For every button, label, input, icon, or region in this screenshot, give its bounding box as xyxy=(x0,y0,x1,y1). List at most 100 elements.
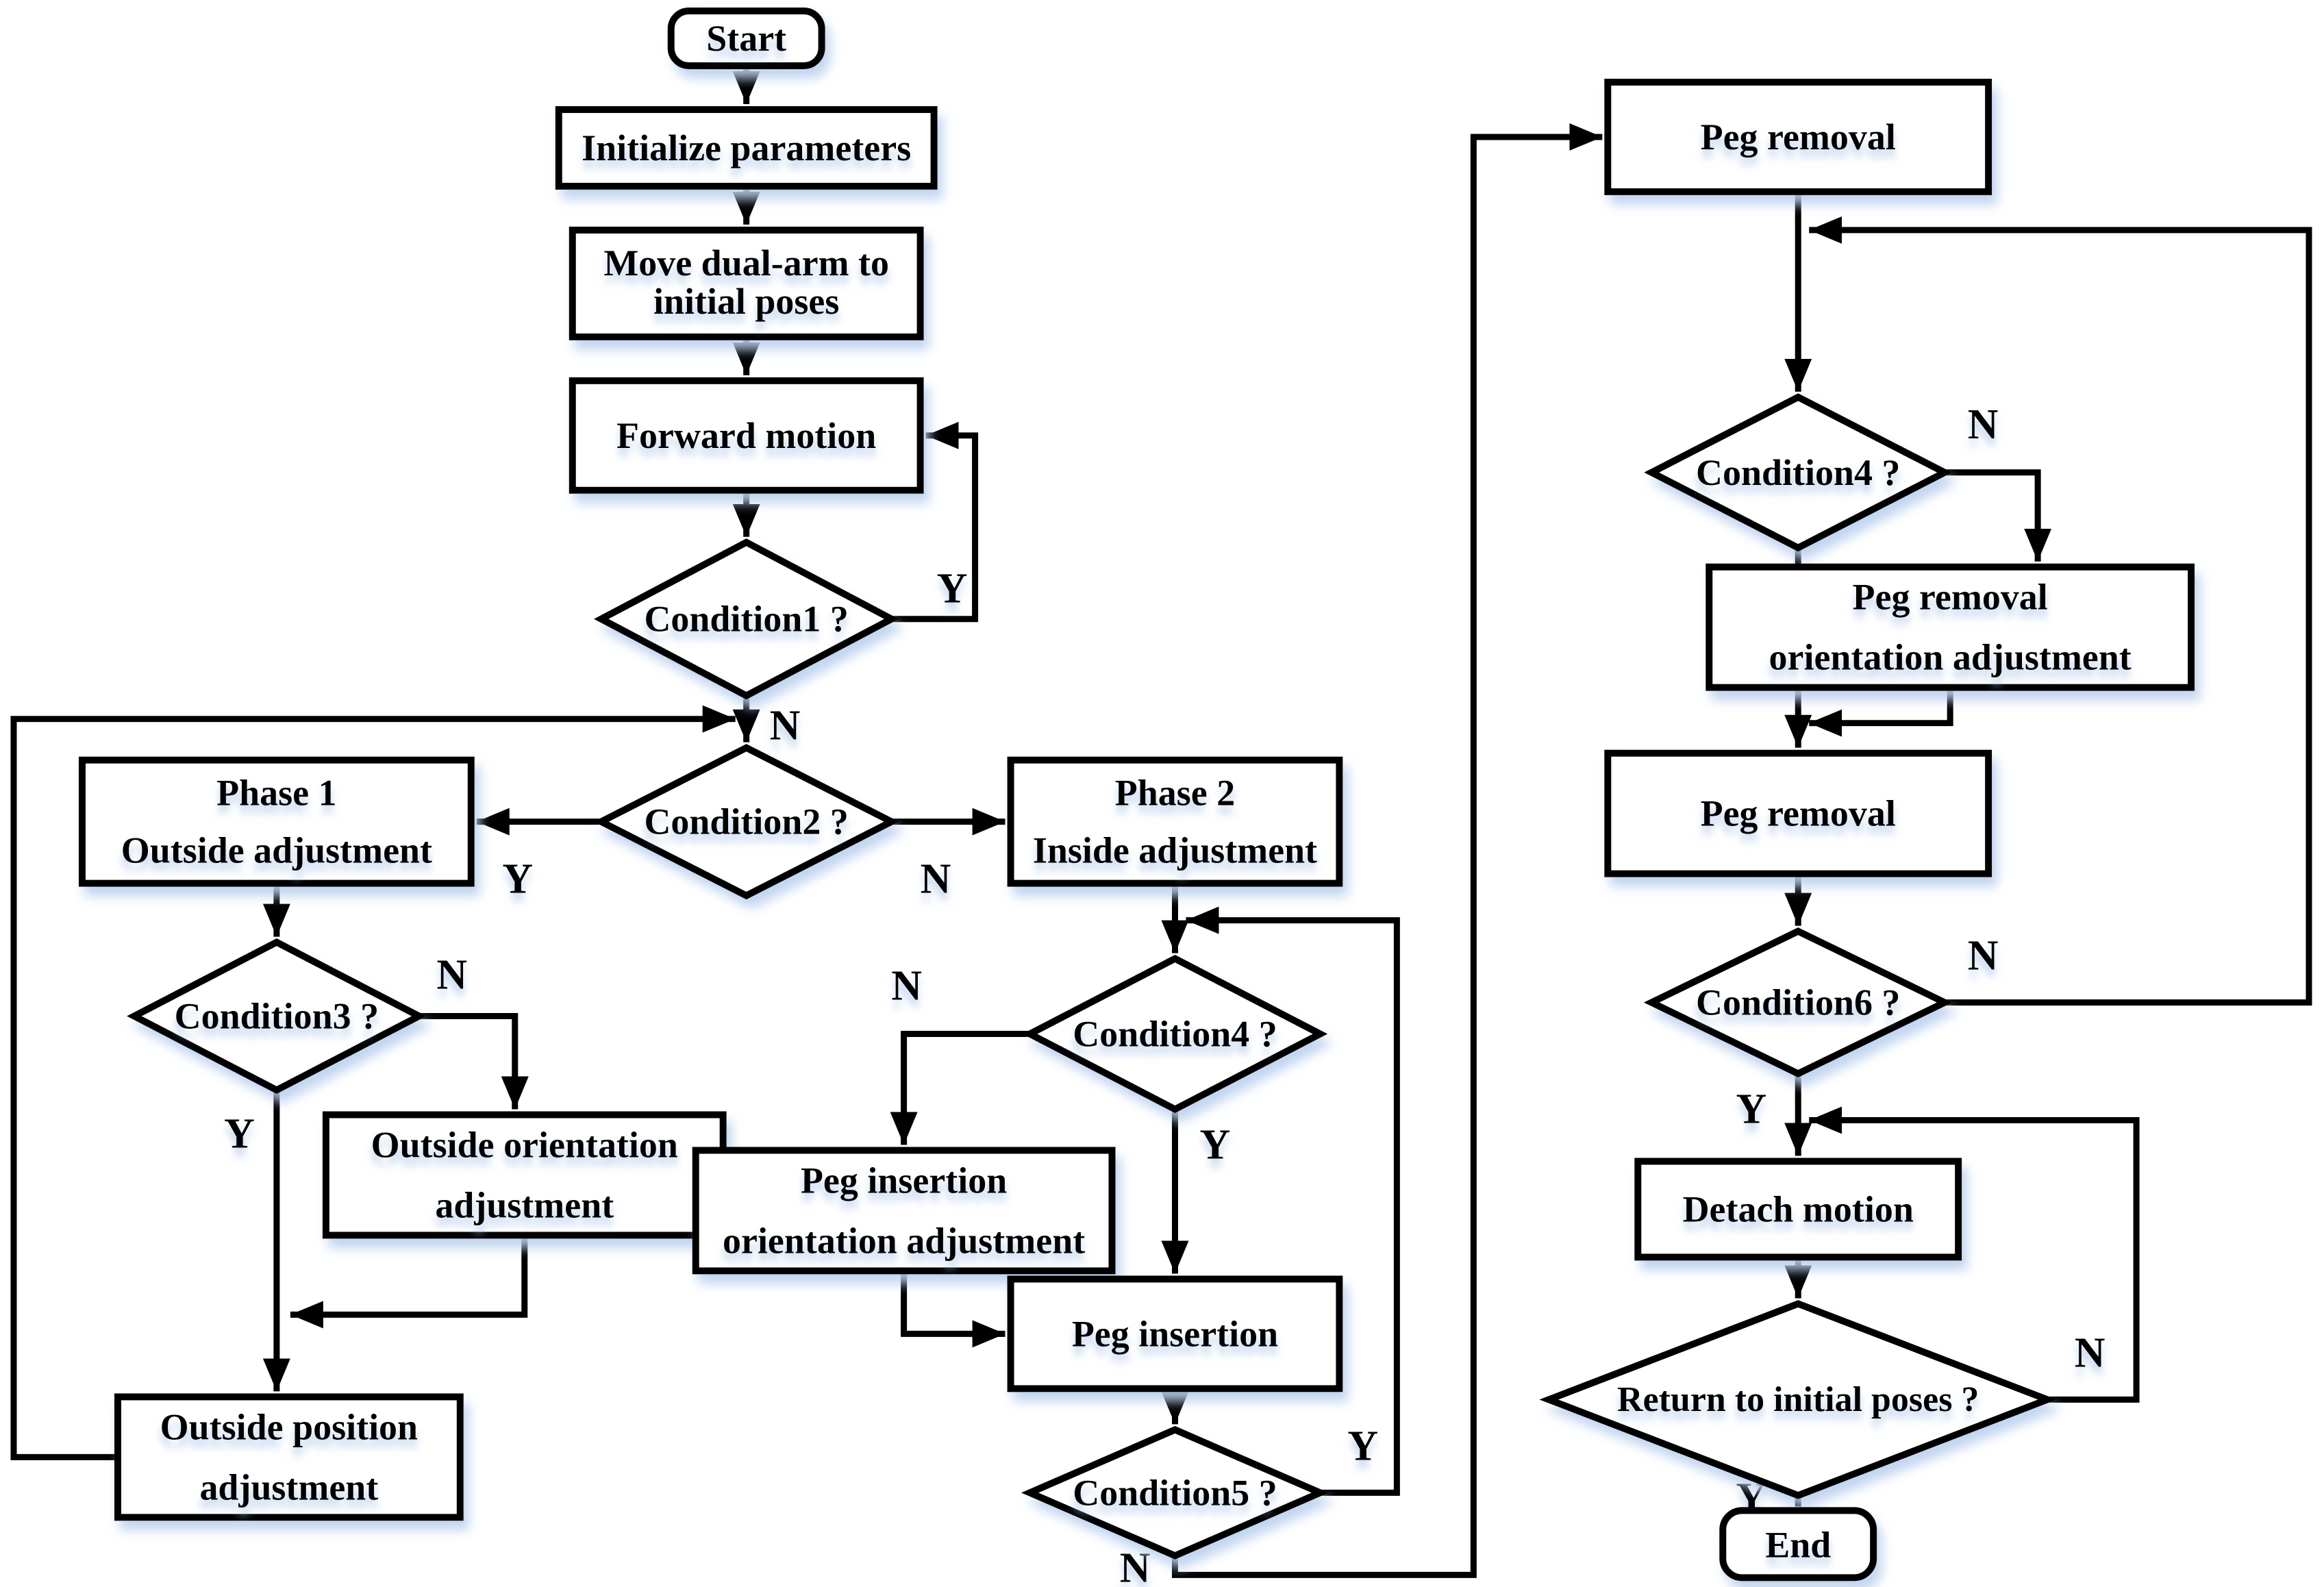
node-end-shape xyxy=(1719,1507,1877,1582)
label-cond6-no: N xyxy=(1968,933,1999,979)
node-peg-insertion-orientation-label-line2: orientation adjustment xyxy=(723,1220,1085,1261)
label-cond5-no: N xyxy=(1120,1545,1151,1587)
edge-cond5-yes-loop xyxy=(1186,906,1400,1496)
node-condition1-label: Condition1 ? xyxy=(644,599,848,640)
node-outside-position-adjustment: Outside position adjustment xyxy=(114,1393,464,1521)
node-outside-orientation-adjustment: Outside orientation adjustment xyxy=(322,1111,727,1239)
node-condition4-center-label: Condition4 ? xyxy=(1073,1014,1277,1055)
node-outside-position-label-line2: adjustment xyxy=(199,1466,378,1508)
node-condition4-right-shape xyxy=(1644,393,1953,552)
node-forward-motion-shape xyxy=(568,377,924,494)
node-move-dual-arm-label-line1: Move dual-arm to xyxy=(603,242,889,284)
label-cond5-yes: Y xyxy=(1347,1423,1378,1469)
edge-outorient-join xyxy=(290,1235,528,1329)
label-cond3-yes: Y xyxy=(224,1111,255,1158)
node-return-to-initial-poses-label: Return to initial poses ? xyxy=(1617,1380,1979,1419)
edge-labels: Y N Y N N Y N Y Y N N Y N Y N Y xyxy=(224,401,2105,1587)
node-end: End xyxy=(1719,1507,1877,1582)
label-cond4c-no: N xyxy=(891,963,922,1010)
node-peg-removal-orientation-label-line1: Peg removal xyxy=(1853,577,2048,618)
edge-pegorient-pegins xyxy=(901,1271,1005,1348)
node-phase1-outside-adjustment: Phase 1 Outside adjustment xyxy=(78,756,475,887)
node-detach-motion-shape xyxy=(1634,1158,1962,1261)
node-peg-insertion-orientation-shape xyxy=(692,1147,1116,1275)
node-move-dual-arm-label-line2: initial poses xyxy=(653,281,839,322)
node-outside-orientation-label-line1: Outside orientation xyxy=(371,1125,678,1166)
node-condition3-shape xyxy=(127,938,427,1095)
node-condition4-center-shape xyxy=(1022,954,1328,1114)
node-phase2-label-line2: Inside adjustment xyxy=(1033,830,1317,871)
edge-cond1-yes-loop xyxy=(891,421,979,623)
node-start: Start xyxy=(667,7,825,69)
node-condition1: Condition1 ? xyxy=(594,538,899,700)
edge-cond4c-no xyxy=(890,1031,1030,1145)
node-outside-position-label-line1: Outside position xyxy=(160,1406,418,1447)
node-condition2-shape xyxy=(593,744,899,900)
node-detach-motion-label: Detach motion xyxy=(1683,1188,1914,1229)
node-end-label: End xyxy=(1765,1524,1831,1565)
node-peg-insertion: Peg insertion xyxy=(1007,1275,1343,1392)
label-cond3-no: N xyxy=(436,952,467,999)
node-outside-orientation-shape xyxy=(322,1111,727,1239)
edge-cond4r-no xyxy=(1945,469,2052,562)
edge-cond6-no-loop xyxy=(1809,216,2312,1006)
node-initialize-parameters: Initialize parameters xyxy=(555,105,938,190)
node-initialize-parameters-label: Initialize parameters xyxy=(582,127,911,168)
node-return-to-initial-poses-shape xyxy=(1539,1300,2058,1499)
node-condition6-label: Condition6 ? xyxy=(1696,982,1900,1023)
node-forward-motion-label: Forward motion xyxy=(616,415,876,456)
node-outside-orientation-label-line2: adjustment xyxy=(435,1184,614,1225)
node-condition5: Condition5 ? xyxy=(1021,1425,1329,1560)
node-peg-removal-mid-shape xyxy=(1604,749,1992,877)
label-cond7-no: N xyxy=(2075,1329,2106,1376)
edge-pegremorient-join xyxy=(1809,687,1953,737)
node-condition4-right: Condition4 ? xyxy=(1644,393,1953,552)
edge-cond7-no-loop xyxy=(1809,1106,2140,1403)
node-move-dual-arm: Move dual-arm to initial poses xyxy=(568,226,924,340)
node-peg-removal-top-shape xyxy=(1604,78,1992,195)
node-condition2-label: Condition2 ? xyxy=(644,801,848,842)
node-condition2: Condition2 ? xyxy=(593,744,899,900)
node-start-label: Start xyxy=(706,18,786,59)
node-condition3-label: Condition3 ? xyxy=(175,996,379,1037)
node-condition4-center: Condition4 ? xyxy=(1022,954,1328,1114)
label-cond6-yes: Y xyxy=(1736,1086,1766,1133)
node-condition3: Condition3 ? xyxy=(127,938,427,1095)
label-cond1-no: N xyxy=(770,703,801,749)
node-peg-insertion-label: Peg insertion xyxy=(1072,1313,1278,1354)
node-phase2-label-line1: Phase 2 xyxy=(1115,773,1235,814)
node-outside-position-shape xyxy=(114,1393,464,1521)
node-phase2-shape xyxy=(1007,756,1343,887)
label-cond2-yes: Y xyxy=(502,856,533,903)
label-cond1-yes: Y xyxy=(937,566,968,612)
node-peg-removal-top-label: Peg removal xyxy=(1701,116,1896,158)
node-move-dual-arm-shape xyxy=(568,226,924,340)
node-forward-motion: Forward motion xyxy=(568,377,924,494)
node-peg-removal-mid-label: Peg removal xyxy=(1701,793,1896,834)
node-peg-removal-orientation-adjustment: Peg removal orientation adjustment xyxy=(1705,563,2195,691)
node-peg-removal-orientation-shape xyxy=(1705,563,2195,691)
node-peg-removal-top: Peg removal xyxy=(1604,78,1992,195)
node-start-shape xyxy=(667,7,825,69)
node-phase1-shape xyxy=(78,756,475,887)
node-peg-removal-mid: Peg removal xyxy=(1604,749,1992,877)
label-cond2-no: N xyxy=(921,856,951,903)
node-initialize-parameters-shape xyxy=(555,105,938,190)
node-peg-insertion-orientation-adjustment: Peg insertion orientation adjustment xyxy=(692,1147,1116,1275)
node-phase2-inside-adjustment: Phase 2 Inside adjustment xyxy=(1007,756,1343,887)
node-return-to-initial-poses: Return to initial poses ? xyxy=(1539,1300,2058,1499)
node-condition1-shape xyxy=(594,538,899,700)
edge-cond3-no xyxy=(418,1013,529,1110)
node-phase1-label-line1: Phase 1 xyxy=(216,773,336,814)
node-condition6: Condition6 ? xyxy=(1643,927,1953,1078)
node-peg-removal-orientation-label-line2: orientation adjustment xyxy=(1769,637,2132,678)
edge-outpos-feedback xyxy=(10,705,736,1460)
label-cond4r-no: N xyxy=(1968,401,1999,448)
node-condition5-shape xyxy=(1021,1425,1329,1560)
node-peg-insertion-shape xyxy=(1007,1275,1343,1392)
node-condition6-shape xyxy=(1643,927,1953,1078)
node-peg-insertion-orientation-label-line1: Peg insertion xyxy=(801,1160,1007,1201)
node-condition5-label: Condition5 ? xyxy=(1073,1472,1277,1513)
